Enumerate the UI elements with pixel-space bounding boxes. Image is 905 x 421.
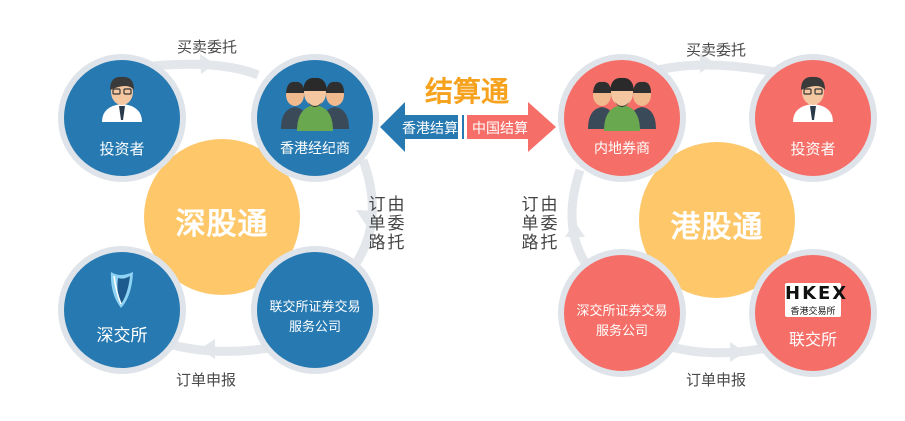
left-bottom-label: 订单申报 — [176, 371, 237, 389]
left-bottom-arrowhead — [200, 339, 215, 359]
left-service-label-1: 联交所证券交易 — [269, 300, 361, 315]
szse-shield-logo-icon — [110, 272, 133, 308]
left-investor-label: 投资者 — [99, 140, 145, 158]
right-broker-label: 内地券商 — [594, 141, 650, 157]
left-top-arrowhead — [200, 54, 215, 74]
hkex-sub: 香港交易所 — [790, 307, 836, 317]
left-route-col2: 订单路 — [368, 195, 386, 253]
cn-settlement-arrow — [467, 102, 556, 152]
left-service-label-2: 服务公司 — [288, 320, 341, 335]
hk-settlement-arrow — [380, 102, 458, 152]
left-broker-label: 香港经纪商 — [280, 141, 350, 157]
left-hub-title: 深股通 — [175, 207, 269, 242]
center-title: 结算通 — [425, 75, 510, 108]
left-top-label: 买卖委托 — [177, 38, 238, 56]
left-hub-circle — [144, 139, 300, 295]
group-people-icon — [588, 77, 656, 131]
hk-settlement-label: 香港结算 — [402, 121, 458, 137]
right-route-col2: 订单路 — [521, 195, 539, 253]
right-investor-label: 投资者 — [790, 140, 836, 158]
right-top-arc — [648, 60, 776, 77]
left-service-node — [251, 246, 379, 374]
right-exchange-label: 联交所 — [788, 330, 837, 349]
right-top-label: 买卖委托 — [686, 41, 747, 59]
left-route-col1: 由委托 — [387, 195, 405, 253]
left-exchange-node — [58, 246, 186, 374]
right-top-arrowhead — [700, 53, 715, 73]
cn-settlement-label: 中国结算 — [472, 121, 528, 137]
right-left-arc — [567, 168, 594, 273]
right-route-col1: 由委托 — [540, 195, 558, 253]
left-exchange-label: 深交所 — [96, 326, 148, 346]
right-hub-title: 港股通 — [670, 210, 764, 245]
left-right-arrowhead — [356, 210, 377, 225]
person-tie-icon — [102, 76, 142, 122]
right-service-label-2: 服务公司 — [595, 324, 648, 339]
right-hub-circle — [639, 142, 795, 298]
hkex-letters: HKEX — [785, 283, 849, 304]
person-tie-icon — [793, 76, 833, 122]
right-service-label-1: 深交所证券交易 — [576, 304, 668, 319]
right-bottom-arrowhead — [730, 342, 745, 362]
hkex-logo-icon — [785, 283, 841, 317]
group-people-icon — [281, 77, 349, 131]
right-service-node — [558, 249, 686, 377]
arrow-divider — [462, 115, 464, 139]
right-left-arrowhead — [565, 222, 585, 237]
right-bottom-label: 订单申报 — [686, 371, 747, 389]
